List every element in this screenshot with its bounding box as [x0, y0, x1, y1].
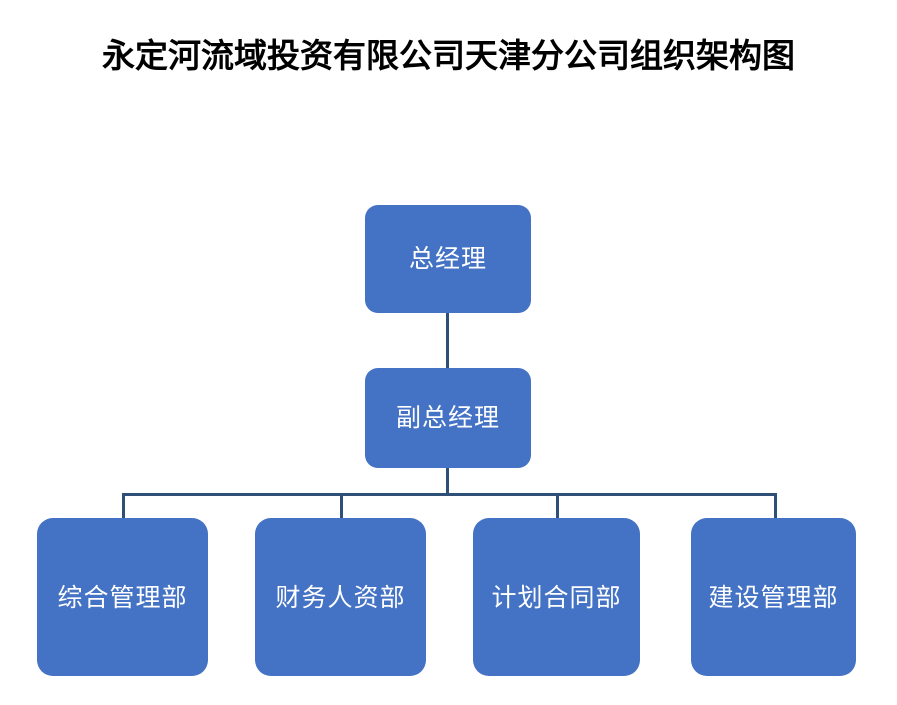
page-title: 永定河流域投资有限公司天津分公司组织架构图: [102, 36, 795, 75]
connector-deputy-to-bus: [446, 468, 449, 494]
org-node-general-manager[interactable]: 总经理: [365, 205, 531, 313]
connector-drop-department-1: [122, 493, 125, 519]
connector-horizontal-bus: [122, 493, 777, 496]
connector-drop-department-2: [340, 493, 343, 519]
connector-drop-department-4: [774, 493, 777, 519]
connector-gm-to-deputy: [446, 313, 449, 368]
org-node-department-2[interactable]: 财务人资部: [255, 518, 426, 676]
connector-drop-department-3: [556, 493, 559, 519]
org-node-deputy-general-manager[interactable]: 副总经理: [365, 368, 531, 468]
org-node-department-3[interactable]: 计划合同部: [473, 518, 640, 676]
org-node-department-4[interactable]: 建设管理部: [691, 518, 856, 676]
org-node-department-1[interactable]: 综合管理部: [37, 518, 208, 676]
